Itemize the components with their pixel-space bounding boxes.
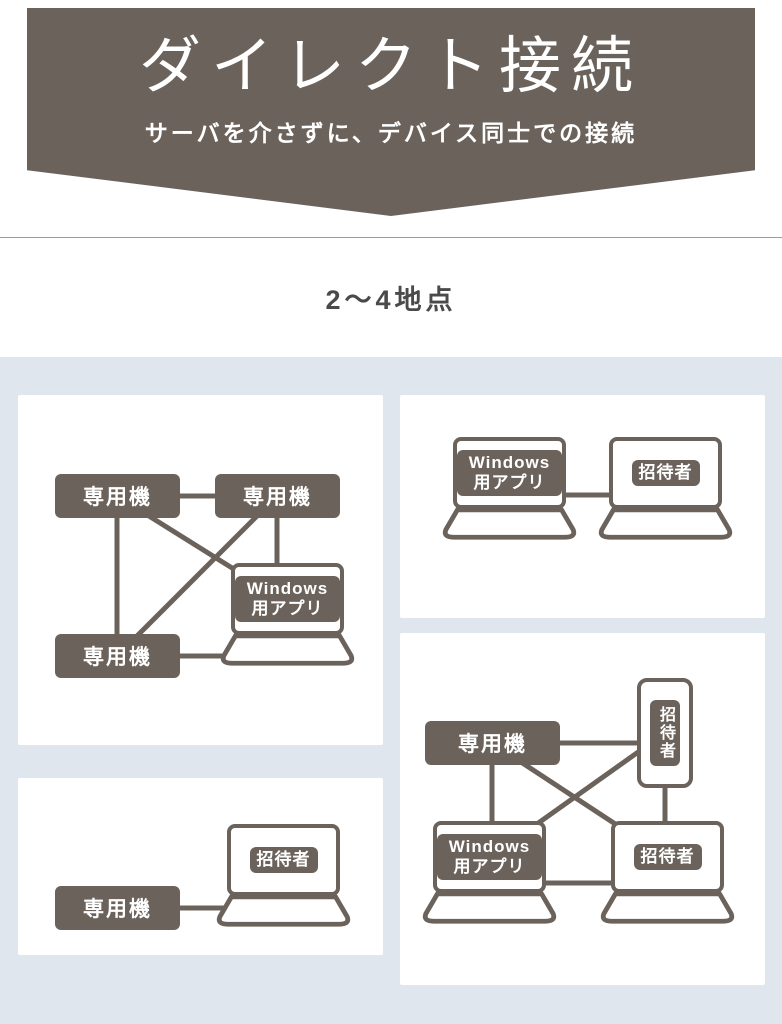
laptop-screen: 招待者 [611,821,724,893]
laptop-base [422,891,557,924]
node-label: Windows用アプリ [437,834,542,880]
dedicated-device-node: 専用機 [55,634,180,678]
laptop-base [598,507,733,540]
laptop-base [442,507,577,540]
banner: ダイレクト接続 サーバを介さずに、デバイス同士での接続 [27,8,755,216]
connection-lines [487,730,669,886]
node-label: 専用機 [83,646,152,669]
node-label: 専用機 [83,898,152,921]
node-label: 専用機 [83,486,152,509]
node-label: Windows用アプリ [235,576,340,622]
laptop-icon: 招待者 [216,824,351,928]
laptop-icon: 招待者 [600,821,735,925]
panel-mesh-right: 専用機 招待者 Windows用アプリ 招待者 [400,633,765,985]
laptop-screen: Windows用アプリ [231,563,344,635]
laptop-base [600,891,735,924]
laptop-icon: 招待者 [598,437,733,541]
panel-pair-left: 専用機 招待者 [18,778,383,955]
points-label: 2〜4地点 [325,285,457,315]
laptop-screen: Windows用アプリ [433,821,546,893]
node-label: 専用機 [458,733,527,756]
laptop-screen: 招待者 [227,824,340,896]
node-label: 招待者 [631,460,700,486]
node-label: 招待者 [650,700,680,766]
laptop-icon: Windows用アプリ [442,437,577,541]
dedicated-device-node: 専用機 [215,474,340,518]
phone-icon: 招待者 [637,678,693,788]
panel-pair-right: Windows用アプリ 招待者 [400,395,765,618]
laptop-icon: Windows用アプリ [220,563,355,667]
panel-mesh-left: 専用機 専用機 専用機 Windows用アプリ [18,395,383,745]
points-section: 2〜4地点 [0,237,782,358]
node-label: 招待者 [249,847,318,873]
dedicated-device-node: 専用機 [55,474,180,518]
diagram-area: 専用機 専用機 専用機 Windows用アプリ Windows用アプリ [0,357,782,1024]
laptop-base [220,633,355,666]
laptop-base [216,894,351,927]
banner-title: ダイレクト接続 [138,29,643,102]
dedicated-device-node: 専用機 [425,721,560,765]
node-label: 専用機 [243,486,312,509]
dedicated-device-node: 専用機 [55,886,180,930]
laptop-screen: 招待者 [609,437,722,509]
laptop-screen: Windows用アプリ [453,437,566,509]
node-label: Windows用アプリ [457,450,562,496]
laptop-icon: Windows用アプリ [422,821,557,925]
banner-subtitle: サーバを介さずに、デバイス同士での接続 [144,120,638,147]
node-label: 招待者 [633,844,702,870]
